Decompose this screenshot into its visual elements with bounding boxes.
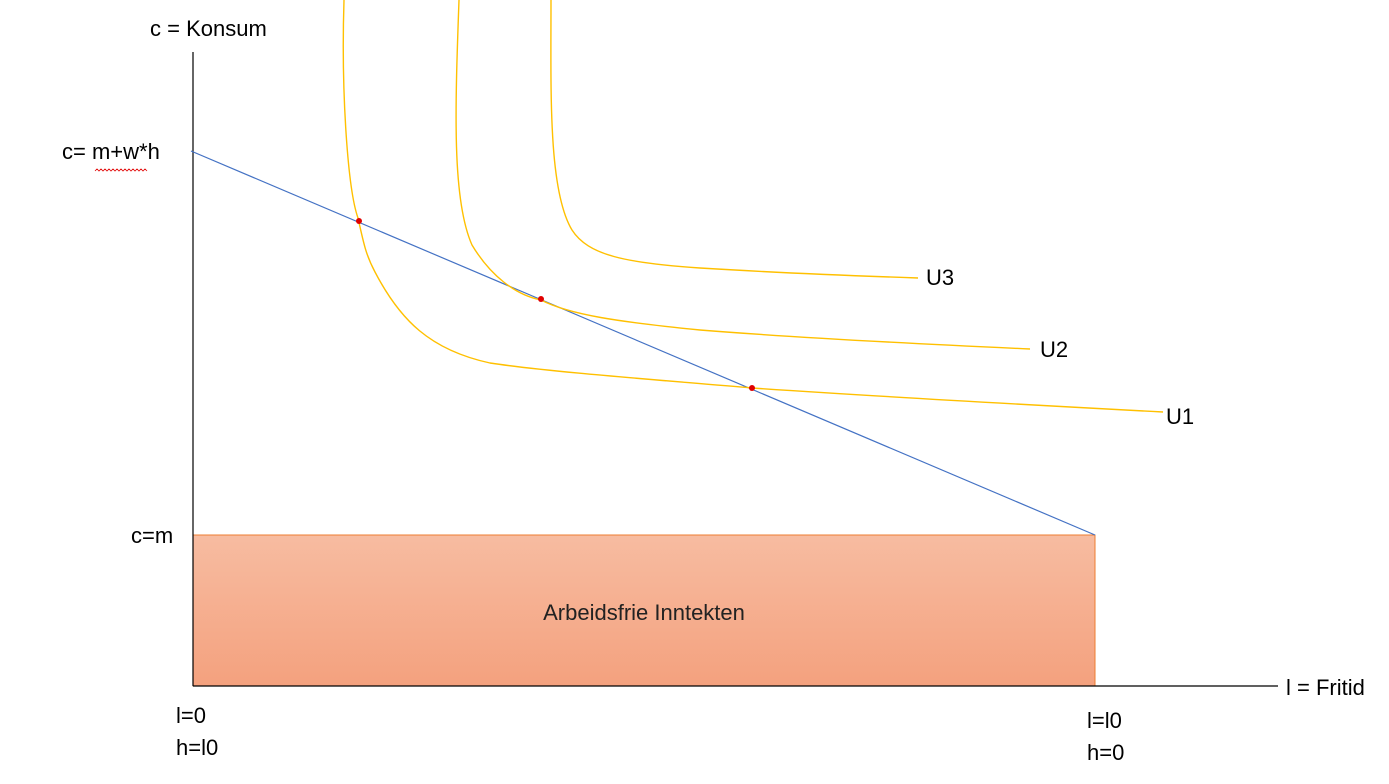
x-axis-label: l = Fritid [1286,675,1365,700]
curve-label-u3: U3 [926,265,954,290]
indifference-curve-u1 [342,0,1164,413]
intersection-point-u1-right [749,385,755,391]
curve-label-u2: U2 [1040,337,1068,362]
x-origin-leisure-label: l=0 [176,703,206,728]
x-end-hours-label: h=0 [1087,740,1124,765]
y-axis-label: c = Konsum [150,16,267,41]
non-labor-income-region [192,534,1096,687]
curve-label-u1: U1 [1166,404,1194,429]
budget-line [190,150,1096,536]
indifference-curve-u2 [455,0,1031,350]
indifference-curve-u3 [550,0,919,279]
region-label: Arbeidsfrie Inntekten [543,600,745,625]
intersection-point-u2 [538,296,544,302]
y-tick-max-label: c= m+w*h [62,139,160,164]
intersection-point-u1-left [356,218,362,224]
y-tick-min-label: c=m [131,523,173,548]
x-origin-hours-label: h=l0 [176,735,218,760]
x-end-leisure-label: l=l0 [1087,708,1122,733]
spellcheck-underline [94,168,148,172]
